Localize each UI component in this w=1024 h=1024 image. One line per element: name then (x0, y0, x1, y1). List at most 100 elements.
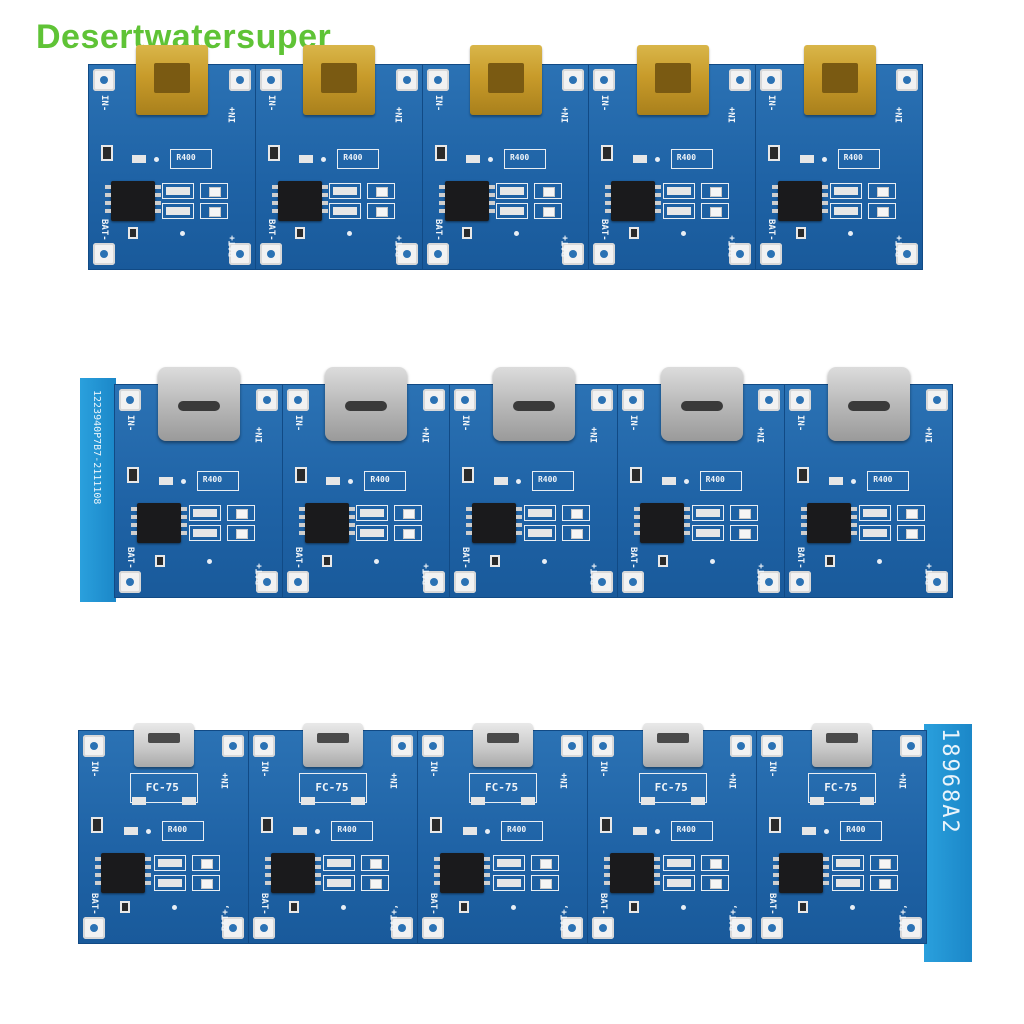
connector-slot (680, 401, 723, 411)
label-fc75: FC-75 (315, 781, 349, 794)
pcb-board: IN-IN+BAT-BAT+R400 (281, 367, 451, 598)
capacitor (127, 467, 139, 483)
led (709, 187, 722, 197)
label-bat-minus: BAT- (597, 893, 608, 915)
solder-pad (895, 243, 918, 265)
solder-pad (562, 69, 585, 91)
led-outline (191, 875, 220, 891)
ic-pins (516, 507, 523, 539)
smd-pad (802, 827, 817, 835)
via (180, 231, 186, 236)
via (206, 559, 212, 564)
solder-pad (93, 69, 115, 91)
label-in-minus: IN- (432, 95, 443, 112)
smd-pad (695, 509, 720, 517)
pcb-board: IN-IN+BAT-BAT+R400 (588, 45, 757, 270)
solder-pad (255, 571, 278, 593)
via (484, 829, 490, 834)
component-outline (662, 203, 695, 219)
connector-slot (821, 63, 858, 93)
mini-usb-connector (303, 45, 376, 115)
ic-pins (321, 185, 328, 217)
capacitor (267, 145, 280, 161)
label-in-plus: IN+ (757, 426, 768, 443)
component-outline (323, 855, 356, 871)
capacitor (825, 555, 836, 567)
led-outline (530, 855, 559, 871)
solder-pad (789, 571, 812, 593)
ic-chip (772, 181, 829, 221)
component-outline (691, 505, 724, 521)
ic-chip (773, 853, 830, 893)
label-in-plus: IN+ (422, 426, 433, 443)
ic-chip (434, 853, 491, 893)
component-outline (188, 505, 221, 521)
smd-pad (360, 529, 385, 537)
label-resistor: R400 (167, 825, 188, 834)
solder-pad (93, 243, 115, 265)
smd-pad (360, 509, 385, 517)
resistor-outline (503, 149, 546, 169)
smd-pad (351, 797, 366, 805)
smd-pad (157, 859, 182, 867)
label-resistor: R400 (676, 153, 697, 162)
via (347, 231, 353, 236)
component-outline (162, 183, 195, 199)
ic-chip (131, 503, 187, 543)
smd-pad (157, 879, 182, 887)
smd-pad (836, 859, 861, 867)
via (850, 905, 856, 910)
led-outline (361, 875, 390, 891)
led-outline (226, 525, 255, 541)
label-bat-plus: BAT+ (227, 235, 238, 257)
smd-pad (520, 797, 535, 805)
smd-pad (836, 879, 861, 887)
pcb-board: IN-IN+BAT-BAT+R400 (616, 367, 786, 598)
via (321, 157, 327, 162)
component-outline (153, 855, 186, 871)
label-in-plus: IN+ (589, 426, 600, 443)
resistor-outline (837, 149, 880, 169)
smd-pad (131, 797, 146, 805)
label-resistor: R400 (705, 475, 725, 484)
smd-pad (293, 827, 308, 835)
capacitor (101, 145, 113, 161)
solder-pad (590, 389, 613, 411)
mini-usb-connector (803, 45, 876, 115)
label-in-minus: IN- (428, 761, 439, 778)
led-outline (200, 203, 229, 219)
ic-pins (155, 185, 161, 217)
ic-pins (105, 185, 111, 217)
solder-pad (454, 389, 477, 411)
fc-outline (299, 773, 368, 803)
fc-outline (129, 773, 198, 803)
micro-usb-connector (472, 723, 533, 767)
ic-pins (466, 507, 473, 539)
label-resistor: R400 (176, 153, 196, 162)
led-outline (867, 203, 896, 219)
ic-chip (466, 503, 523, 543)
led (876, 207, 889, 217)
fc-outline (638, 773, 707, 803)
ic-pins (822, 185, 829, 217)
side-tab-text-usb-c: 1223940P7B7-2111108 (91, 390, 102, 505)
fc-outline (468, 773, 537, 803)
smd-pad (632, 827, 647, 835)
usb-c-connector (492, 367, 575, 441)
via (145, 829, 151, 834)
led-outline (533, 203, 562, 219)
component-outline (356, 525, 389, 541)
solder-pad (730, 735, 753, 757)
label-in-minus: IN- (460, 415, 471, 432)
connector-slot (654, 63, 691, 93)
connector-slot (177, 401, 220, 411)
via (709, 559, 715, 564)
capacitor (119, 901, 130, 913)
ic-pins (851, 507, 858, 539)
side-tab-text-micro-usb: 18968A2 (937, 728, 962, 835)
resistor-outline (337, 149, 380, 169)
label-bat-plus: BAT+ (894, 235, 905, 257)
capacitor (289, 901, 300, 913)
component-outline (323, 875, 356, 891)
label-resistor: R400 (676, 825, 696, 834)
